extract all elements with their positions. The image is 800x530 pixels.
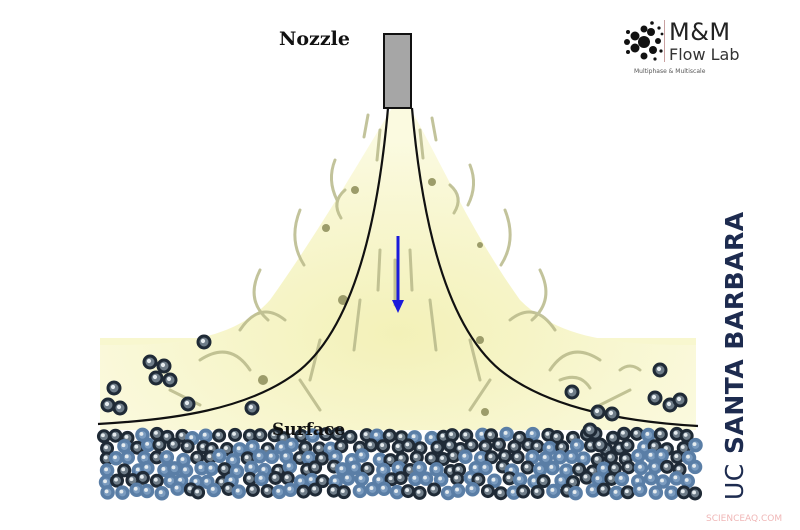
logo-subtitle: Flow Lab xyxy=(669,45,740,64)
logo-title: M&M xyxy=(669,18,731,46)
particle-bed xyxy=(96,426,703,501)
ucsb-prefix: UC xyxy=(720,463,749,500)
vortex-dots xyxy=(258,178,489,416)
logo-divider xyxy=(664,20,665,62)
ucsb-wordmark: UC SANTA BARBARA xyxy=(720,211,749,500)
jet-boundary-lines xyxy=(97,107,699,428)
mm-flow-lab-logo: M&M Flow Lab Multiphase & Multiscale xyxy=(622,18,772,78)
watermark: SCIENCEAQ.COM xyxy=(706,514,783,524)
logo-tagline: Multiphase & Multiscale xyxy=(634,68,706,75)
ucsb-name: SANTA BARBARA xyxy=(720,211,749,455)
flow-arrow-icon xyxy=(392,236,404,313)
nozzle-label: Nozzle xyxy=(279,28,350,50)
surface-label: Surface xyxy=(272,420,346,440)
ejected-particles xyxy=(100,334,688,453)
nozzle xyxy=(383,33,412,109)
dot-cluster-icon xyxy=(624,21,664,61)
turbulence-strokes xyxy=(168,113,642,412)
